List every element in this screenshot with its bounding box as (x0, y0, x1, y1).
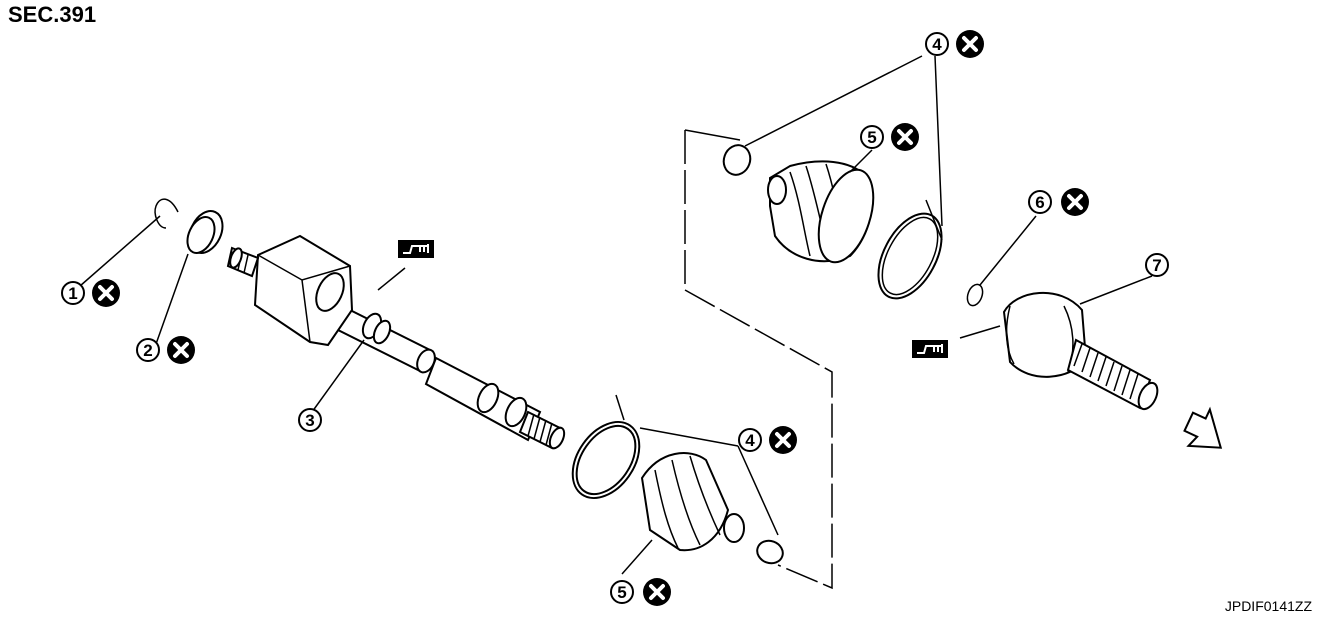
svg-text:5: 5 (867, 128, 876, 147)
svg-text:4: 4 (745, 431, 755, 450)
housing-and-shaft (226, 234, 566, 450)
callout-2: 2 (136, 334, 197, 366)
callout-7: 7 (1145, 253, 1169, 277)
callout-4-upper: 4 (925, 28, 986, 60)
boot-upper (767, 160, 875, 264)
section-title: SEC.391 (8, 2, 97, 27)
callout-4-lower: 4 (738, 424, 799, 456)
callout-1: 1 (61, 277, 122, 309)
svg-text:2: 2 (143, 341, 152, 360)
bracket-top-line (684, 129, 741, 141)
bracket-line (684, 130, 833, 590)
outer-joint (1002, 291, 1159, 411)
circular-clip (966, 283, 984, 307)
callout-6: 6 (1028, 186, 1091, 218)
leader-lines (79, 55, 1153, 575)
do-not-reuse-x-icon (641, 576, 673, 608)
svg-text:5: 5 (617, 583, 626, 602)
do-not-reuse-x-icon (767, 424, 799, 456)
do-not-reuse-x-icon (1059, 186, 1091, 218)
callout-5-upper: 5 (860, 121, 921, 153)
do-not-reuse-x-icon (954, 28, 986, 60)
boot-band-small-lower (756, 539, 784, 565)
do-not-reuse-x-icon (165, 334, 197, 366)
grease-gun-icon (397, 239, 435, 259)
grease-gun-icon (911, 339, 949, 359)
boot-band-large-upper (877, 199, 943, 300)
svg-text:1: 1 (68, 284, 77, 303)
do-not-reuse-x-icon (90, 277, 122, 309)
dust-shield (186, 210, 224, 254)
svg-text:6: 6 (1035, 193, 1044, 212)
snap-ring (154, 198, 179, 229)
boot-band-small-upper (722, 144, 752, 176)
callout-5-lower: 5 (610, 576, 673, 608)
boot-band-large-lower (571, 394, 641, 499)
svg-text:7: 7 (1152, 256, 1161, 275)
do-not-reuse-x-icon (889, 121, 921, 153)
callout-3: 3 (298, 408, 322, 432)
svg-text:3: 3 (305, 411, 314, 430)
direction-arrow-icon (1183, 406, 1223, 449)
figure-code: JPDIF0141ZZ (1224, 598, 1312, 614)
svg-text:4: 4 (932, 35, 942, 54)
boot-lower (640, 452, 745, 552)
